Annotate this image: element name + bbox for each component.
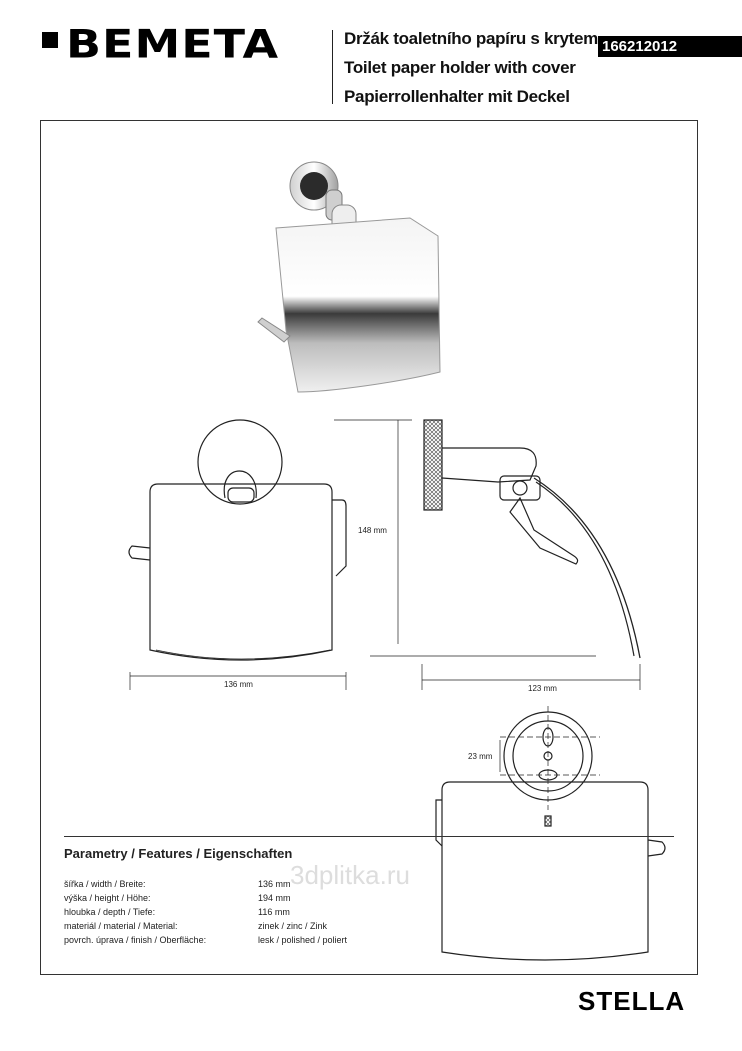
feature-value-depth: 116 mm xyxy=(258,907,290,917)
feature-label-width: šířka / width / Breite: xyxy=(64,879,146,889)
height-dimension-label: 148 mm xyxy=(358,526,387,535)
features-title: Parametry / Features / Eigenschaften xyxy=(64,846,293,861)
feature-value-width: 136 mm xyxy=(258,879,291,889)
depth-dimension xyxy=(421,664,641,690)
feature-label-depth: hloubka / depth / Tiefe: xyxy=(64,907,156,917)
side-view-drawing xyxy=(423,419,641,659)
watermark: 3dplitka.ru xyxy=(290,860,410,890)
width-dimension xyxy=(129,672,347,690)
feature-value-height: 194 mm xyxy=(258,893,291,903)
header-divider xyxy=(332,30,333,104)
feature-label-material: materiál / material / Material: xyxy=(64,921,178,931)
mounting-view-drawing xyxy=(435,706,666,961)
depth-dimension-label: 123 mm xyxy=(528,684,557,693)
title-english: Toilet paper holder with cover xyxy=(344,58,576,77)
feature-value-finish: lesk / polished / poliert xyxy=(258,935,348,945)
feature-label-finish: povrch. úprava / finish / Oberfläche: xyxy=(64,935,207,945)
features-divider xyxy=(64,836,674,837)
title-czech: Držák toaletního papíru s krytem xyxy=(344,29,598,48)
product-photo xyxy=(257,161,441,393)
feature-value-material: zinek / zinc / Zink xyxy=(258,921,328,931)
series-name: STELLA xyxy=(578,986,686,1016)
brand-logo: BEMETA xyxy=(66,20,280,67)
drawing-frame xyxy=(40,120,698,975)
front-view-drawing xyxy=(128,419,347,661)
brand-logo-mark xyxy=(42,32,58,48)
width-dimension-label: 136 mm xyxy=(224,680,253,689)
title-german: Papierrollenhalter mit Deckel xyxy=(344,87,570,106)
feature-label-height: výška / height / Höhe: xyxy=(64,893,151,903)
hole-spacing-label: 23 mm xyxy=(468,752,493,761)
height-dimension xyxy=(334,419,596,657)
product-code-badge: 166212012 xyxy=(598,36,742,57)
